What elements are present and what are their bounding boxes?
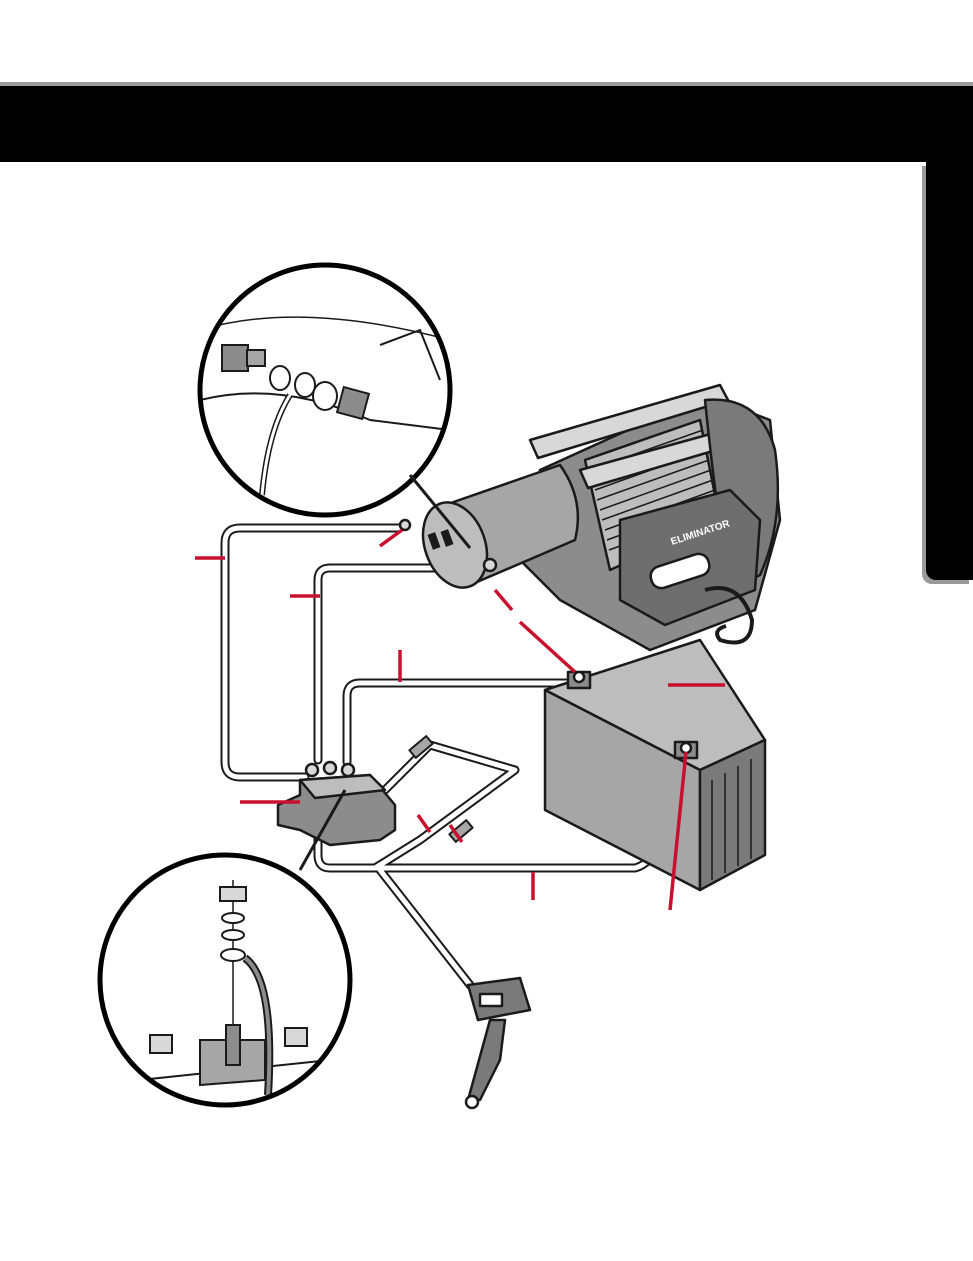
- callout-battery-positive: [520, 622, 575, 672]
- handlebar-switch: [466, 978, 530, 1108]
- detail-motor-terminal: [200, 265, 470, 548]
- callout-harness-1: [418, 815, 430, 832]
- callout-motor-terminal-2: [495, 590, 512, 610]
- battery: [545, 640, 765, 890]
- winch: ELIMINATOR: [400, 385, 780, 650]
